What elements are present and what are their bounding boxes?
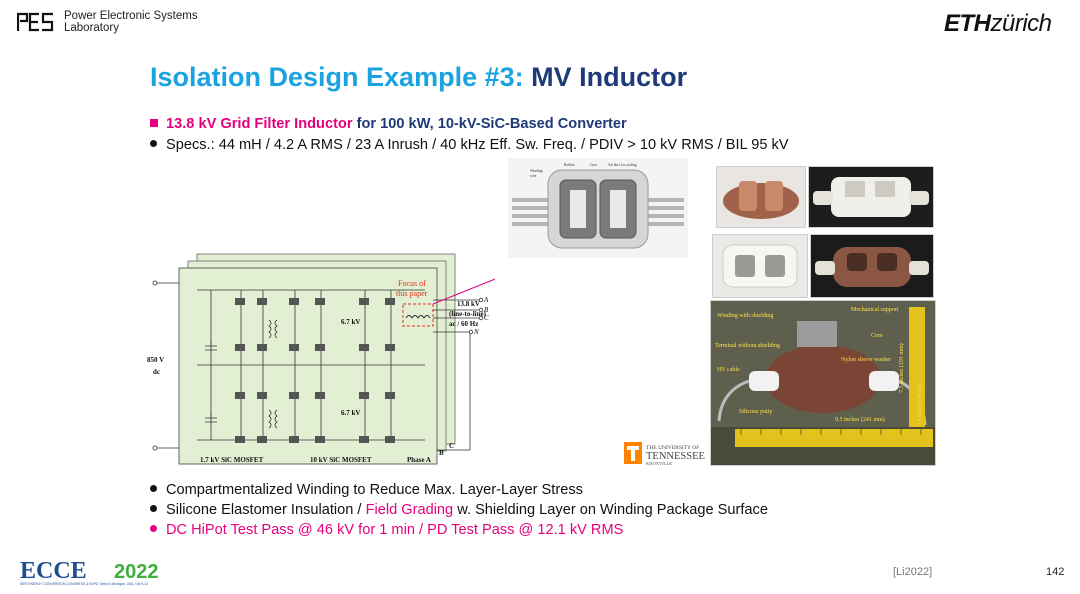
- core-label: Core: [590, 163, 597, 167]
- focus-label-line2: this paper: [396, 289, 428, 298]
- dc-voltage-label: 850 V: [147, 356, 164, 364]
- photo-label-hv-cable: HV cable: [717, 367, 740, 373]
- mosfet-1-label: 1.7 kV SiC MOSFET: [200, 456, 264, 464]
- terminal-b-label: B: [484, 306, 489, 314]
- bullet-winding-text: Compartmentalized Winding to Reduce Max.…: [166, 482, 583, 498]
- bullet-insulation-pre: Silicone Elastomer Insulation /: [166, 502, 362, 518]
- ecce-subtitle: IEEE ENERGY CONVERSION CONGRESS & EXPO: [20, 582, 99, 586]
- phase-b-label: B: [439, 449, 444, 457]
- photo-label-winding-shielding: Winding with shielding: [717, 313, 773, 319]
- dc-label: dc: [153, 368, 160, 376]
- utk-logo: THE UNIVERSITY OF TENNESSEE KNOXVILLE: [624, 442, 705, 466]
- terminal-n-label: N: [473, 328, 479, 336]
- bullet-test: DC HiPot Test Pass @ 46 kV for 1 min / P…: [150, 522, 623, 538]
- grid-ll-label: (line-to-line): [449, 310, 487, 318]
- core-spacer-photo: [712, 234, 808, 298]
- terminal-c-label: C: [484, 314, 489, 322]
- photo-label-dim-7-5: 7.5 inches (191 mm): [898, 343, 905, 393]
- bullet-test-text: DC HiPot Test Pass @ 46 kV for 1 min / P…: [166, 522, 624, 538]
- air-duct-label: Air duct for cooling: [608, 163, 637, 167]
- bullet-main-highlight: 13.8 kV Grid Filter Inductor: [166, 116, 353, 132]
- wire-label: wire: [530, 174, 537, 178]
- pes-logo-icon: [17, 12, 54, 32]
- bobbin-label: Bobbin: [564, 163, 575, 167]
- bullet-insulation: Silicone Elastomer Insulation / Field Gr…: [150, 502, 768, 518]
- prototype-photo: Winding with shielding Mechanical suppor…: [710, 300, 936, 466]
- pointer-line: [432, 278, 495, 305]
- utk-line3: KNOXVILLE: [646, 461, 672, 466]
- photo-label-silicone-putty: Silicone putty: [739, 409, 773, 415]
- bobbin-photo: [808, 166, 934, 228]
- mid-voltage-label-bottom: 6.7 kV: [341, 409, 360, 417]
- photo-label-nylon: Nylon sleeve washer: [841, 357, 891, 363]
- eth-logo: ETHzürich: [944, 10, 1052, 38]
- ecce-logo: ECCE 2022 IEEE ENERGY CONVERSION CONGRES…: [20, 558, 159, 586]
- focus-box: [402, 303, 434, 327]
- terminal-a-label: A: [483, 296, 489, 304]
- mid-voltage-label-top: 6.7 kV: [341, 318, 360, 326]
- photo-label-dim-7-0: 7.0 inches (178 mm): [918, 383, 923, 425]
- ecce-name: ECCE: [20, 558, 87, 584]
- bullet-insulation-highlight: Field Grading: [365, 502, 454, 518]
- bullet-main: 13.8 kV Grid Filter Inductor for 100 kW,…: [150, 116, 627, 132]
- assembled-winding-photo: [810, 234, 934, 298]
- bullet-dot-icon: [150, 525, 157, 532]
- utk-line1: THE UNIVERSITY OF: [646, 445, 699, 451]
- reference-label: [Li2022]: [893, 566, 933, 578]
- title-part1: Isolation Design Example #3:: [150, 62, 524, 92]
- inductor-cross-section: Bobbin Core Air duct for cooling Winding…: [508, 158, 688, 258]
- page-number: 142: [1046, 566, 1065, 578]
- eth-logo-italic: zürich: [990, 10, 1053, 37]
- slide-title: Isolation Design Example #3: MV Inductor: [150, 62, 687, 93]
- ecce-year: 2022: [114, 561, 159, 583]
- photo-label-mech-support: Mechanical support: [851, 307, 899, 313]
- lab-name-line1: Power Electronic Systems: [64, 10, 198, 22]
- converter-schematic: 850 V dc 6.7 kV 6.7 kV 13.8 kV (line-to-…: [147, 253, 495, 465]
- lab-name: Power Electronic Systems Laboratory: [64, 10, 198, 34]
- bullet-dot-icon: [150, 140, 157, 147]
- bullet-main-rest: for 100 kW, 10-kV-SiC-Based Converter: [356, 116, 627, 132]
- winding-label: Winding: [530, 169, 543, 173]
- grid-voltage-label: 13.8 kV: [457, 300, 480, 308]
- winding-photo: [716, 166, 806, 228]
- bullet-specs: Specs.: 44 mH / 4.2 A RMS / 23 A Inrush …: [150, 137, 789, 153]
- title-part2: MV Inductor: [531, 62, 688, 92]
- grid-ac-label: ac / 60 Hz: [449, 320, 478, 328]
- photo-label-dim-9-5: 9.5 inches (241 mm): [835, 416, 885, 423]
- square-bullet-icon: [150, 119, 158, 127]
- eth-logo-bold: ETH: [944, 10, 991, 37]
- photo-label-core: Core: [871, 333, 883, 339]
- ecce-location: Detroit, Michigan, USA, Oct 9-13: [100, 582, 148, 586]
- lab-name-line2: Laboratory: [64, 22, 119, 34]
- bullet-dot-icon: [150, 505, 157, 512]
- phase-a-label: Phase A: [407, 456, 431, 464]
- utk-line2: TENNESSEE: [646, 451, 705, 462]
- bullet-specs-text: Specs.: 44 mH / 4.2 A RMS / 23 A Inrush …: [166, 137, 789, 153]
- bullet-dot-icon: [150, 485, 157, 492]
- bullet-winding: Compartmentalized Winding to Reduce Max.…: [150, 482, 583, 498]
- photo-label-terminal: Terminal without shielding: [715, 343, 780, 349]
- focus-label-line1: Focus of: [398, 279, 426, 288]
- phase-c-label: C: [449, 442, 454, 450]
- mosfet-2-label: 10 kV SiC MOSFET: [310, 456, 372, 464]
- bullet-insulation-post: w. Shielding Layer on Winding Package Su…: [457, 502, 768, 518]
